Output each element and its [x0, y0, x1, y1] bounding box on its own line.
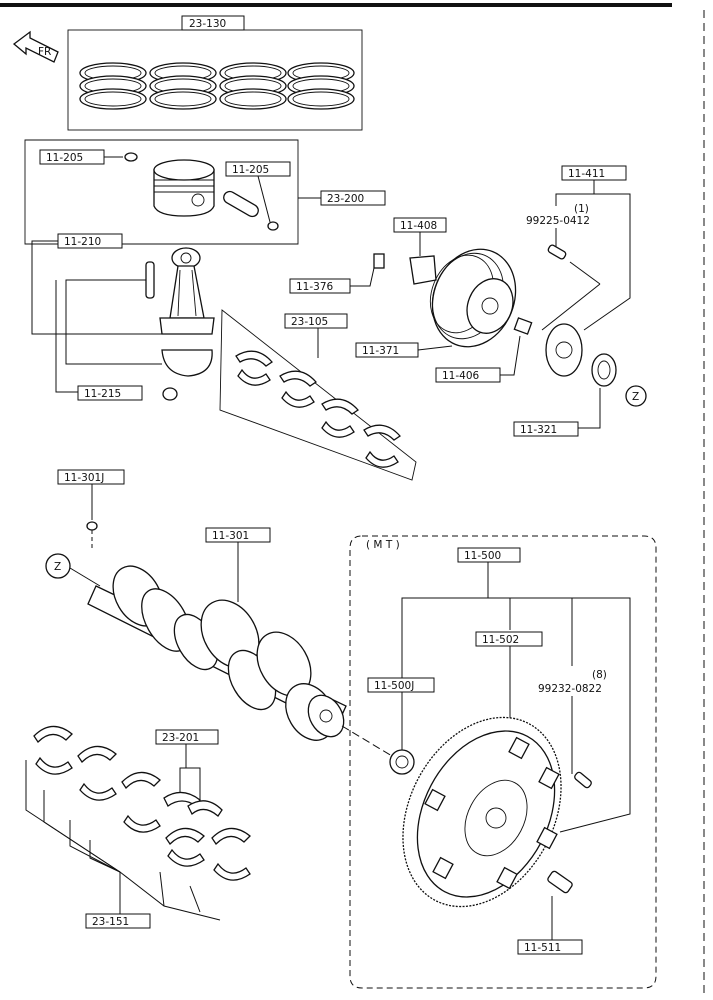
svg-text:FR: FR — [38, 46, 51, 58]
main-bearing-group: 23-201 23-151 — [25, 725, 251, 929]
piston-box — [24, 139, 299, 245]
flywheel-bolt — [574, 771, 592, 789]
mt-box — [349, 535, 657, 989]
callout-23-130-text: 23-130 — [189, 18, 226, 30]
piston-rings-group: 23-130 — [67, 15, 363, 131]
callout-11-215 — [77, 385, 143, 401]
svg-text:11-210: 11-210 — [64, 236, 101, 248]
flywheel — [402, 716, 562, 908]
callout-23-200 — [320, 190, 386, 206]
callout-23-130 — [181, 15, 245, 31]
pulley-group: 11-408 11-376 11-371 11-411 (1) 99225-04… — [289, 165, 647, 437]
piston-group: 11-205 11-205 23-200 — [24, 139, 386, 245]
connecting-rod-bolt — [145, 261, 155, 299]
rod-bearing-group: 23-105 — [219, 309, 417, 481]
pilot-bearing — [86, 521, 98, 531]
connecting-rod-group: 11-210 11-215 — [31, 233, 215, 401]
callout-11-500J — [367, 677, 435, 693]
svg-text:11-511: 11-511 — [524, 942, 561, 954]
svg-text:11-500J: 11-500J — [374, 680, 414, 692]
svg-text:11-376: 11-376 — [296, 281, 334, 293]
thrust-washer — [187, 800, 223, 817]
svg-text:11-408: 11-408 — [400, 220, 437, 232]
svg-text:11-301: 11-301 — [212, 530, 249, 542]
mt-label: ( M T ) — [366, 539, 400, 551]
svg-text:Z: Z — [632, 391, 639, 403]
flywheel-group: ( M T ) 11-500 11-502 11-500J (8) 99232-… — [349, 535, 657, 989]
svg-text:11-205: 11-205 — [232, 164, 269, 176]
flywheel-mount-bolt — [547, 870, 573, 894]
piston-pin — [223, 190, 259, 218]
svg-text:23-151: 23-151 — [92, 916, 129, 928]
callout-11-502 — [475, 631, 543, 647]
piston-ring-set — [149, 62, 217, 110]
flywheel-bearing — [389, 749, 415, 775]
svg-text:11-502: 11-502 — [482, 634, 519, 646]
svg-text:23-105: 23-105 — [291, 316, 328, 328]
svg-text:11-215: 11-215 — [84, 388, 121, 400]
crankshaft-damper — [545, 323, 583, 377]
svg-text:99225-0412: 99225-0412 — [526, 215, 590, 227]
key-plate — [409, 255, 437, 285]
piston-pin-clip — [124, 152, 138, 162]
svg-text:11-406: 11-406 — [442, 370, 480, 382]
pulley-bolt — [373, 253, 385, 269]
crankshaft — [87, 565, 347, 741]
piston-ring-set — [287, 62, 355, 110]
callout-11-511 — [517, 939, 583, 955]
z-mark-icon — [625, 385, 647, 407]
front-oil-seal — [591, 353, 617, 387]
svg-text:23-201: 23-201 — [162, 732, 199, 744]
callout-23-105 — [284, 313, 348, 329]
svg-text:11-411: 11-411 — [568, 168, 605, 180]
rod-cap — [161, 349, 213, 377]
rod-nut — [162, 387, 178, 401]
piston — [153, 159, 215, 217]
crankshaft-group: 11-301J Z 11-301 — [45, 469, 393, 757]
key — [513, 317, 533, 335]
svg-text:11-321: 11-321 — [520, 424, 557, 436]
callout-11-301J — [57, 469, 125, 485]
piston-pin-clip-2 — [267, 221, 279, 231]
svg-text:(8): (8) — [592, 669, 607, 681]
svg-text:11-371: 11-371 — [362, 345, 399, 357]
front-direction-icon: FR — [12, 30, 59, 63]
piston-ring-set — [219, 62, 287, 110]
callout-11-500 — [457, 547, 521, 563]
svg-text:23-200: 23-200 — [327, 193, 364, 205]
svg-text:99232-0822: 99232-0822 — [538, 683, 602, 695]
svg-text:11-205: 11-205 — [46, 152, 83, 164]
svg-text:(1): (1) — [574, 203, 589, 215]
connecting-rod — [159, 247, 215, 335]
crank-pulley — [429, 248, 517, 348]
svg-text:11-500: 11-500 — [464, 550, 501, 562]
callout-23-201 — [155, 729, 219, 745]
svg-text:11-301J: 11-301J — [64, 472, 104, 484]
z-mark-icon — [45, 553, 71, 579]
damper-bolt — [547, 244, 567, 260]
piston-ring-set — [79, 62, 147, 110]
svg-text:Z: Z — [54, 561, 61, 573]
callout-11-321 — [513, 421, 579, 437]
callout-23-151 — [85, 913, 151, 929]
